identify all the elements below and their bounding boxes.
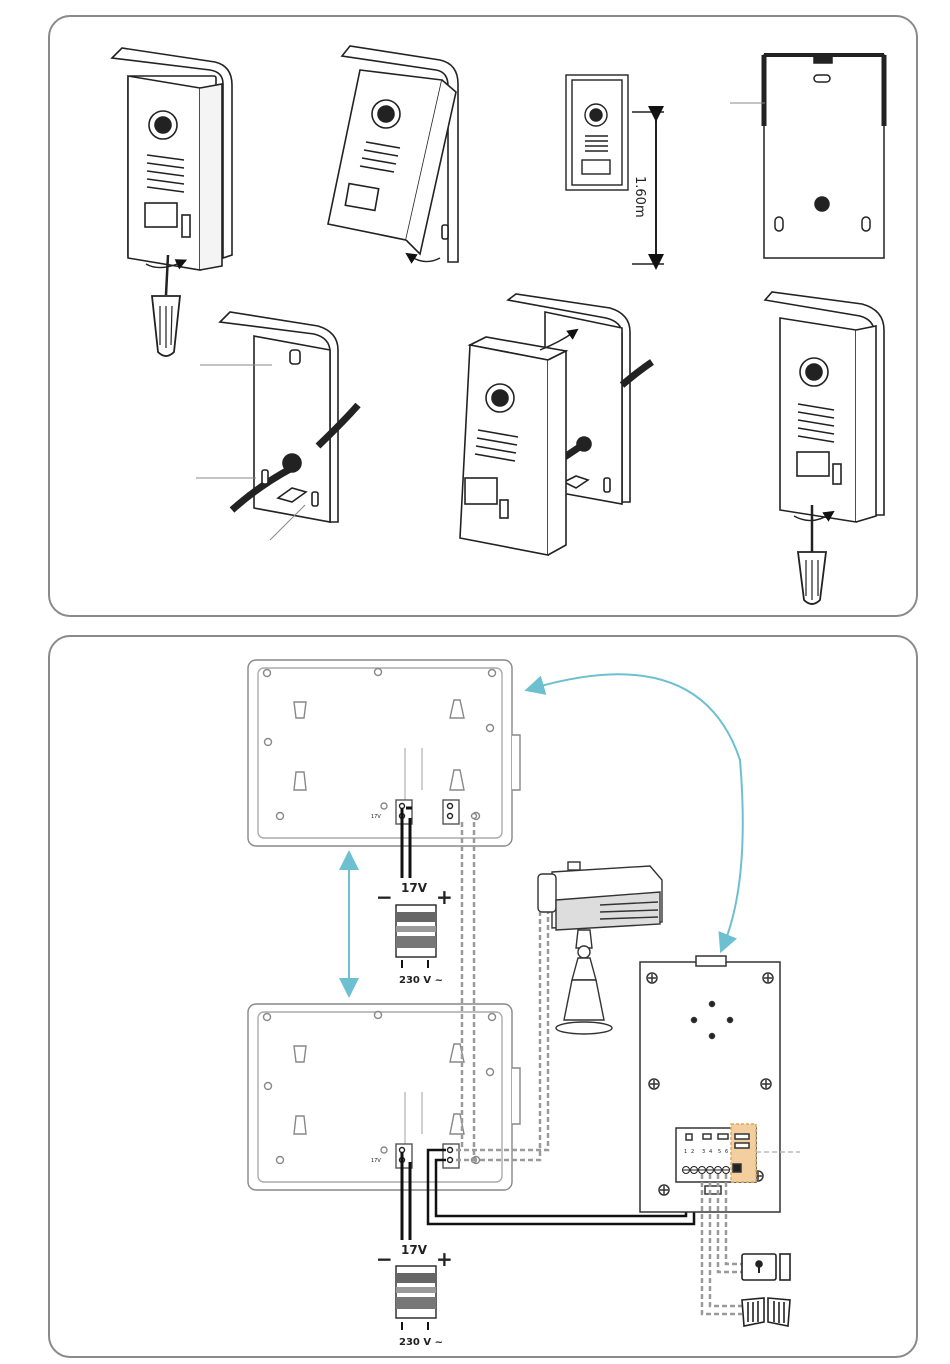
gate-opener-icon	[742, 1298, 790, 1326]
step6-installed-station	[765, 292, 884, 522]
psu-top-ac-label: 230 V ~	[399, 975, 443, 986]
psu-bottom-plus: +	[436, 1247, 453, 1271]
psu-bottom-minus: −	[376, 1247, 393, 1271]
step4-backplate-cable	[196, 312, 358, 540]
terminal-5-label: 5	[718, 1149, 721, 1155]
monitor-1-terminal-label: 17V	[371, 814, 381, 820]
step5-station-assembly	[460, 294, 652, 555]
screwdriver-icon	[794, 505, 830, 604]
height-label: 1.60m	[632, 176, 647, 218]
monitor-1-back	[248, 660, 520, 846]
terminal-4-label: 4	[709, 1149, 712, 1155]
step3-height-indicator	[566, 75, 664, 264]
psu-top-minus: −	[376, 885, 393, 909]
psu-bottom-ac-label: 230 V ~	[399, 1337, 443, 1348]
step3b-mounting-plate	[730, 55, 884, 258]
step2-station-tilting	[328, 46, 458, 262]
psu-top-dc-label: 17V	[401, 881, 428, 895]
psu-bottom-dc-label: 17V	[401, 1243, 428, 1257]
monitor-2-back	[248, 1004, 520, 1190]
electric-lock-icon	[742, 1254, 790, 1280]
screwdriver-icon	[146, 255, 182, 356]
psu-top-plus: +	[436, 885, 453, 909]
door-station-back	[640, 956, 800, 1212]
terminal-3-label: 3	[702, 1149, 705, 1155]
monitor-2-terminal-label: 17V	[371, 1158, 381, 1164]
terminal-2-label: 2	[691, 1149, 694, 1155]
terminal-1-label: 1	[684, 1149, 687, 1155]
step1-door-station	[112, 48, 232, 270]
terminal-6-label: 6	[725, 1149, 728, 1155]
